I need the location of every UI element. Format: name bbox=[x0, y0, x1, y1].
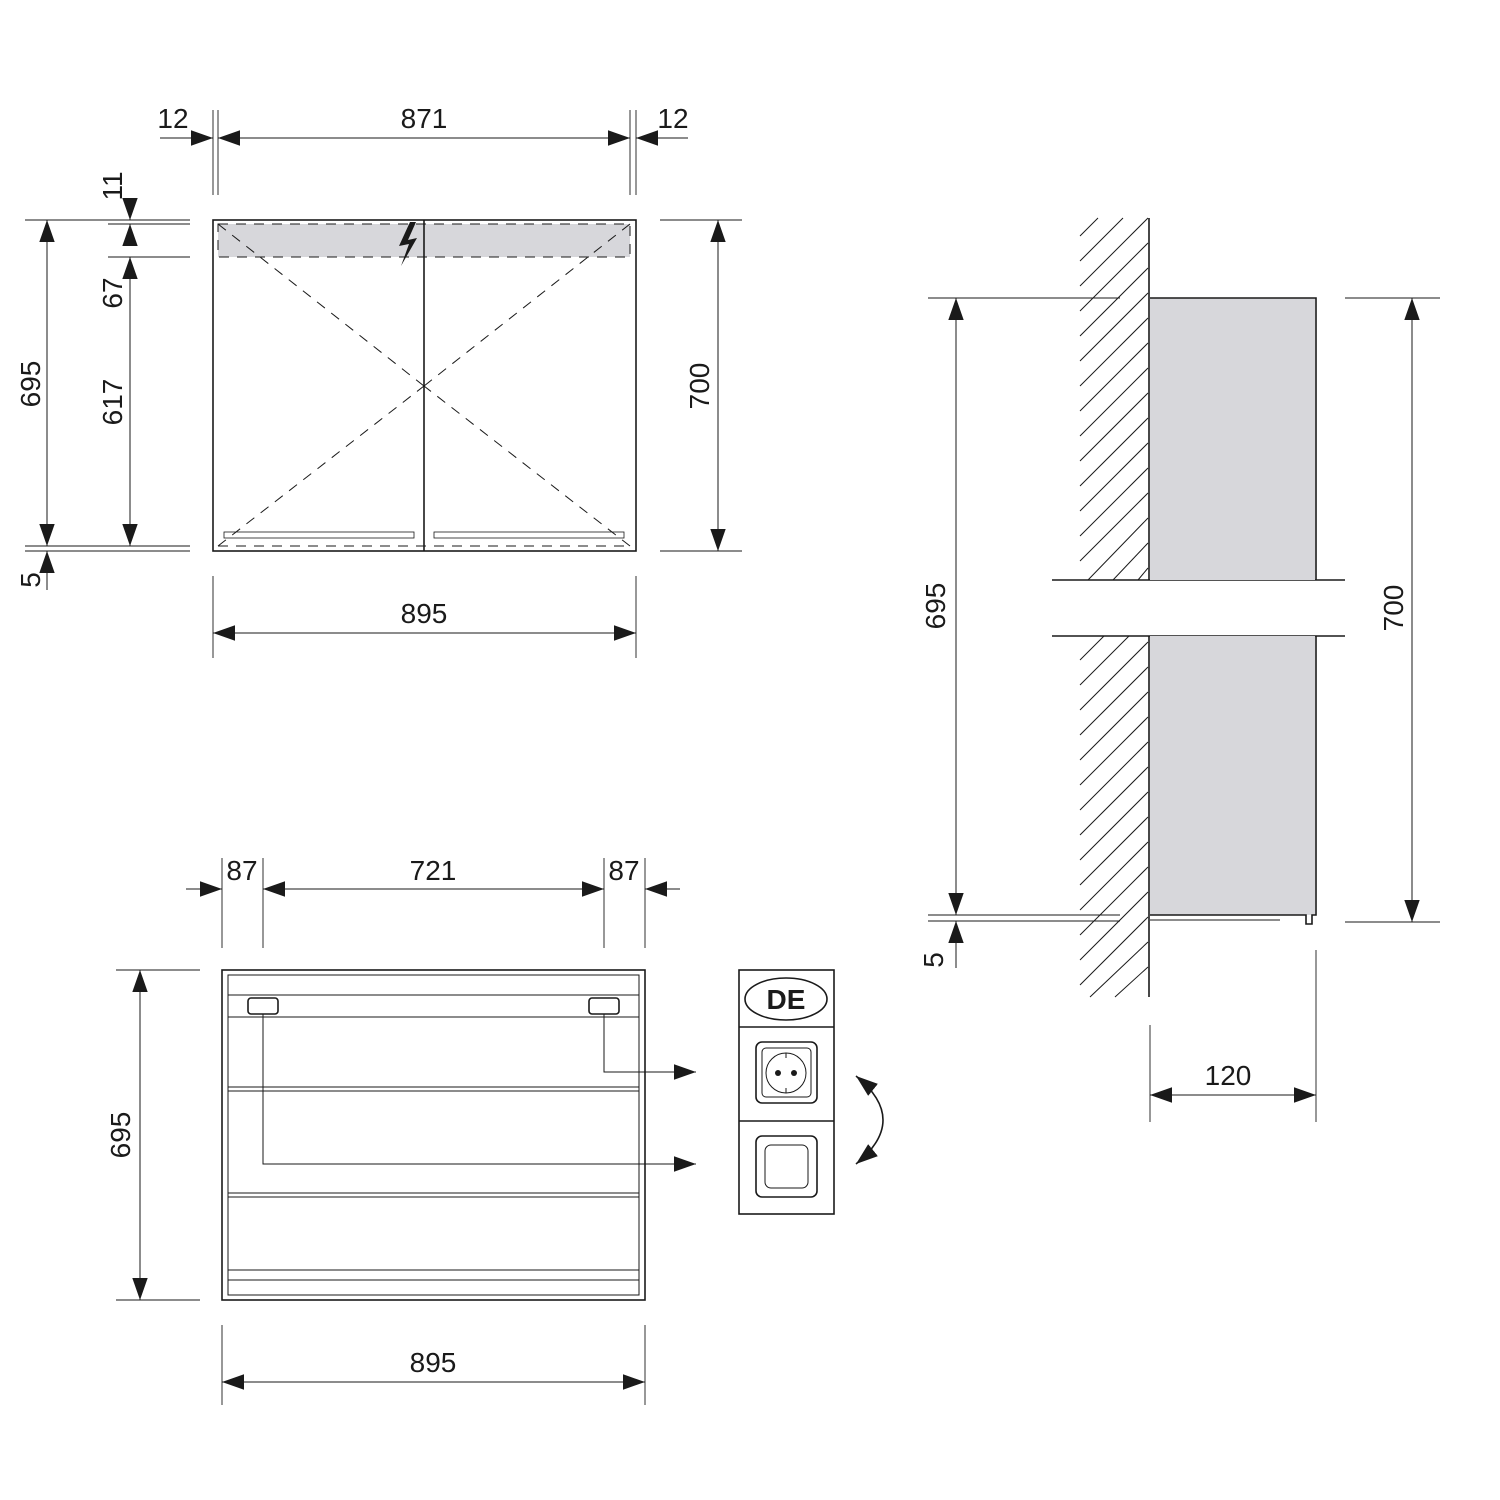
dim-inner-height: 695 bbox=[105, 1112, 136, 1159]
inner-cabinet-outline bbox=[221, 969, 646, 1301]
power-socket-right bbox=[588, 997, 620, 1015]
switch-socket-left bbox=[247, 997, 279, 1015]
power-socket-icon bbox=[755, 1041, 818, 1104]
door-swing-line bbox=[217, 223, 425, 387]
dim-inner-width: 895 bbox=[410, 1347, 457, 1378]
door-swing-line bbox=[217, 385, 425, 547]
front-view: 12 871 12 11 67 617 695 5 700 895 bbox=[15, 103, 742, 658]
dim-inner-width: 871 bbox=[401, 103, 448, 134]
side-cabinet-upper bbox=[1150, 298, 1315, 580]
wall-hatch bbox=[1079, 217, 1149, 998]
door-swing-line bbox=[423, 223, 631, 387]
dim-bottom-gap: 5 bbox=[15, 572, 46, 588]
dim-left-offset: 87 bbox=[226, 855, 257, 886]
dim-right-offset: 87 bbox=[608, 855, 639, 886]
bottom-light-right bbox=[433, 531, 625, 539]
dim-socket-spacing: 721 bbox=[410, 855, 457, 886]
dim-top-gap: 11 bbox=[97, 171, 128, 200]
dim-side-bottom-gap: 5 bbox=[918, 952, 949, 968]
country-label: DE bbox=[767, 984, 806, 1015]
dim-total-height: 700 bbox=[684, 363, 715, 410]
dim-depth: 120 bbox=[1205, 1060, 1252, 1091]
lightning-icon bbox=[399, 222, 417, 266]
dim-door-height: 617 bbox=[97, 379, 128, 426]
dim-cabinet-height: 695 bbox=[15, 361, 46, 408]
dim-side-total-height: 700 bbox=[1378, 585, 1409, 632]
dim-side-cabinet-height: 695 bbox=[920, 583, 951, 630]
rotate-arrow-icon bbox=[855, 1075, 884, 1165]
bottom-light-left bbox=[223, 531, 415, 539]
side-view: 695 5 700 120 bbox=[918, 217, 1440, 1122]
country-badge bbox=[744, 977, 828, 1021]
side-cabinet-lower bbox=[1150, 636, 1315, 915]
dim-total-width: 895 bbox=[401, 598, 448, 629]
dim-left-frame: 12 bbox=[157, 103, 188, 134]
dim-light-strip: 67 bbox=[97, 277, 128, 308]
switch-icon bbox=[755, 1135, 818, 1198]
dim-right-frame: 12 bbox=[657, 103, 688, 134]
door-swing-line bbox=[423, 385, 631, 547]
socket-panel: DE bbox=[738, 969, 835, 1215]
inner-view: DE 87 721 87 695 bbox=[105, 855, 884, 1405]
